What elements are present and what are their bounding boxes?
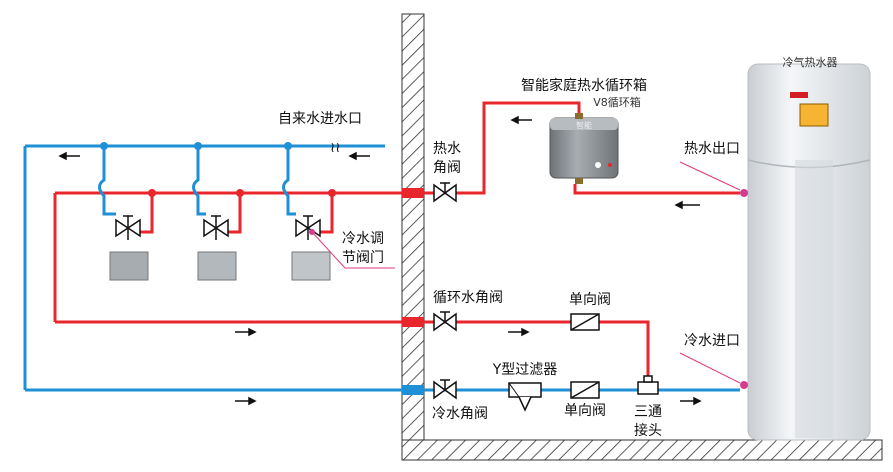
hot-outlet-port: [740, 189, 748, 197]
tee-label-2: 接头: [634, 422, 662, 439]
valve-icon: [433, 182, 457, 203]
heater-title: 冷气热水器: [783, 55, 838, 69]
tee-joint-icon: [637, 375, 659, 395]
valve-icon: [115, 215, 141, 240]
faucet-image-2: [197, 251, 237, 281]
y-filter-icon: [508, 382, 542, 412]
valve-icon: [203, 215, 229, 240]
check-valve-top-label: 单向阀: [569, 292, 611, 308]
hot-angle-valve-label-2: 角阀: [433, 160, 461, 176]
floor: [401, 439, 883, 461]
valve-icon: [433, 379, 457, 400]
heater-logo: [790, 92, 808, 98]
fixture-group-2: [192, 142, 244, 281]
smart-box-model: V8循环箱: [593, 95, 641, 109]
faucet-image-1: [109, 251, 149, 281]
callout-line: [679, 352, 741, 384]
pipe-break-icon: ≀≀: [330, 140, 341, 156]
check-valve-bottom-label: 单向阀: [564, 403, 606, 419]
fixture-group-3: [282, 142, 336, 281]
wall: [401, 13, 425, 445]
cold-mix-valve-label-2: 节阀门: [342, 250, 384, 266]
valve-icon: [433, 311, 457, 332]
smart-box-title: 智能家庭热水循环箱: [521, 77, 647, 94]
check-valve-icon: [570, 381, 600, 399]
circulation-angle-valve-label: 循环水角阀: [433, 290, 503, 306]
cold-inlet-label: 冷水进口: [684, 333, 740, 349]
cold-water-pipes: [23, 144, 740, 392]
hot-angle-valve-label-1: 热水: [433, 141, 461, 157]
cold-inlet-port: [740, 381, 748, 389]
cold-mix-valve-label-1: 冷水调: [342, 231, 384, 247]
arrow-icon: [58, 115, 702, 406]
check-valve-icon: [570, 313, 600, 331]
wall-fitting-hot-mid: [402, 317, 424, 327]
callout-line: [311, 231, 346, 269]
fixture-group-1: [98, 142, 156, 281]
callout-line: [679, 161, 741, 191]
hot-outlet-label: 热水出口: [684, 141, 740, 157]
tee-label-1: 三通: [634, 404, 662, 420]
wall-fitting-cold: [402, 385, 424, 395]
cold-angle-valve-label: 冷水角阀: [432, 406, 488, 422]
tap-water-inlet-label: 自来水进水口: [278, 111, 362, 127]
faucet-image-3: [291, 251, 331, 281]
circulation-box: 智能: [549, 113, 619, 184]
y-filter-label: Y型过滤器: [492, 362, 558, 378]
heater-display: [799, 103, 829, 127]
hot-water-pipes: [53, 101, 740, 385]
svg-text:智能: 智能: [576, 120, 592, 130]
wall-fitting-hot-top: [402, 188, 424, 198]
water-heater: [740, 63, 871, 441]
